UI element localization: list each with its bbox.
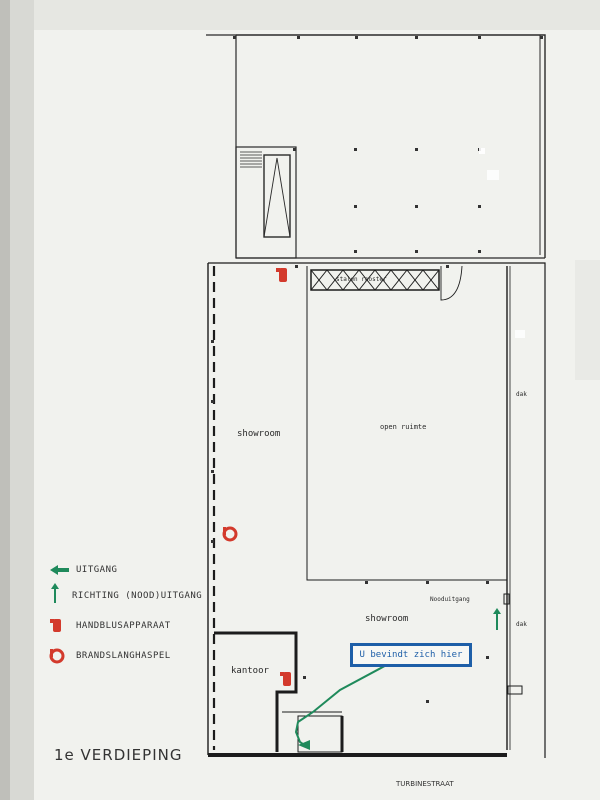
label-roof-upper: dak xyxy=(516,391,527,398)
hose-reel-icon xyxy=(222,526,238,542)
emergency-exit-door xyxy=(503,593,510,605)
frame-edge xyxy=(0,0,10,800)
legend-emergency-direction-label: RICHTING (NOOD)UITGANG xyxy=(72,591,203,601)
legend-hose-reel-icon xyxy=(49,648,65,664)
extinguisher-icon xyxy=(276,268,287,282)
glare-right xyxy=(575,260,600,380)
paper-sheet xyxy=(34,0,600,800)
floor-label: 1e VERDIEPING xyxy=(54,746,183,764)
upper-building xyxy=(206,34,546,259)
label-steel-grating: stalen rooster xyxy=(336,276,387,283)
label-roof-lower: dak xyxy=(516,621,527,628)
legend-exit-label: UITGANG xyxy=(76,565,118,575)
label-open-space: open ruimte xyxy=(380,423,427,431)
label-office: kantoor xyxy=(231,666,269,676)
legend-extinguisher-label: HANDBLUSAPPARAAT xyxy=(76,621,171,631)
legend-hose-reel-label: BRANDSLANGHASPEL xyxy=(76,651,171,661)
you-are-here-box: U bevindt zich hier xyxy=(350,643,472,667)
roof-hatch xyxy=(507,685,523,695)
glare xyxy=(515,330,525,338)
legend-extinguisher-icon xyxy=(50,619,61,632)
paper-shade xyxy=(34,0,600,30)
exit-arrow-icon xyxy=(298,740,310,750)
label-showroom-bottom: showroom xyxy=(365,614,409,624)
label-showroom-left: showroom xyxy=(237,429,281,439)
emergency-exit-arrow-icon xyxy=(493,608,501,630)
legend-exit-icon xyxy=(50,565,69,575)
glare xyxy=(479,148,485,154)
steel-grating xyxy=(310,265,463,301)
extinguisher-icon xyxy=(280,672,291,686)
label-emergency-exit: Nooduitgang xyxy=(430,596,470,603)
legend-emergency-direction-icon xyxy=(51,583,59,603)
street-label: TURBINESTRAAT xyxy=(396,780,454,788)
glare xyxy=(487,170,499,180)
